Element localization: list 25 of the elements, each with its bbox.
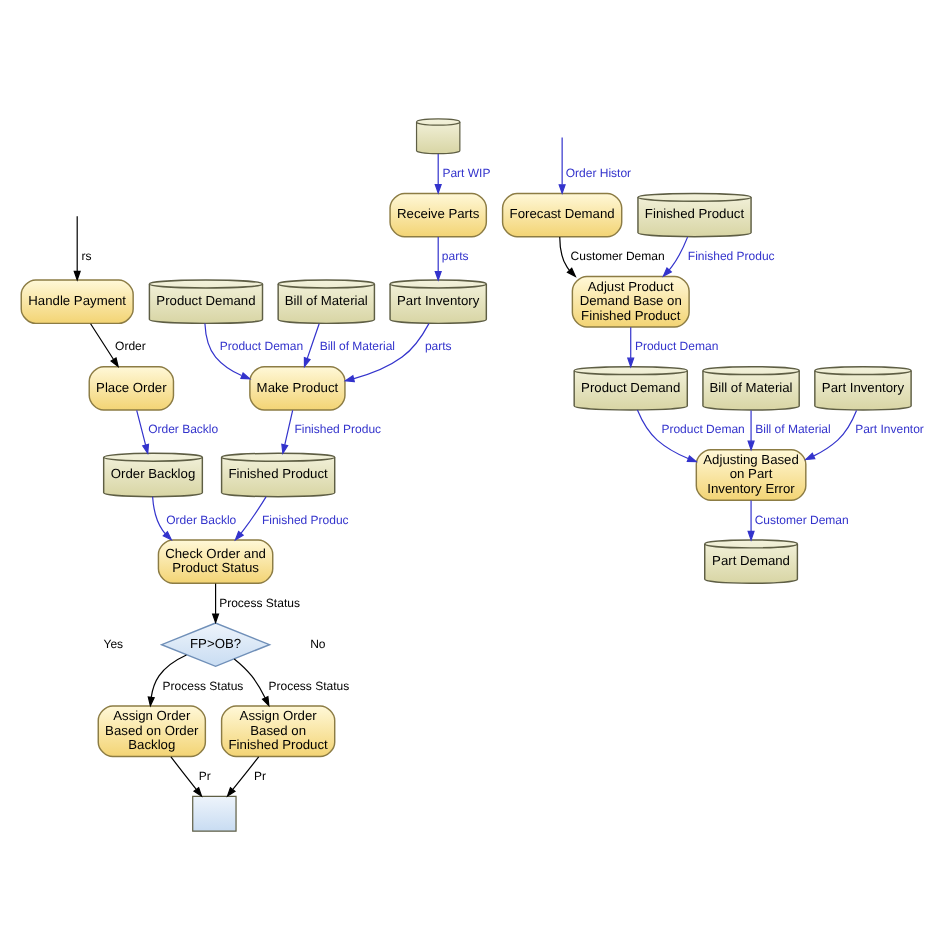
arrow xyxy=(558,135,566,194)
arrow xyxy=(434,152,442,194)
arrow xyxy=(234,495,267,541)
arrow xyxy=(804,408,858,460)
arrow xyxy=(559,235,577,277)
arrow xyxy=(136,408,150,454)
arrow xyxy=(747,498,755,541)
arrow xyxy=(636,408,698,462)
arrow xyxy=(204,321,252,379)
arrow xyxy=(147,653,188,707)
node-box xyxy=(192,794,237,831)
arrow xyxy=(662,235,689,277)
arrow xyxy=(747,408,755,451)
arrow xyxy=(343,322,430,382)
arrow xyxy=(434,235,442,281)
arrow xyxy=(73,214,81,281)
arrow xyxy=(626,325,635,368)
arrow xyxy=(211,582,220,624)
arrow xyxy=(281,408,294,454)
arrow xyxy=(90,322,120,368)
arrow xyxy=(152,495,173,540)
arrow xyxy=(226,755,260,797)
arrow xyxy=(233,657,270,707)
arrow xyxy=(170,755,203,797)
arrow xyxy=(303,322,320,368)
